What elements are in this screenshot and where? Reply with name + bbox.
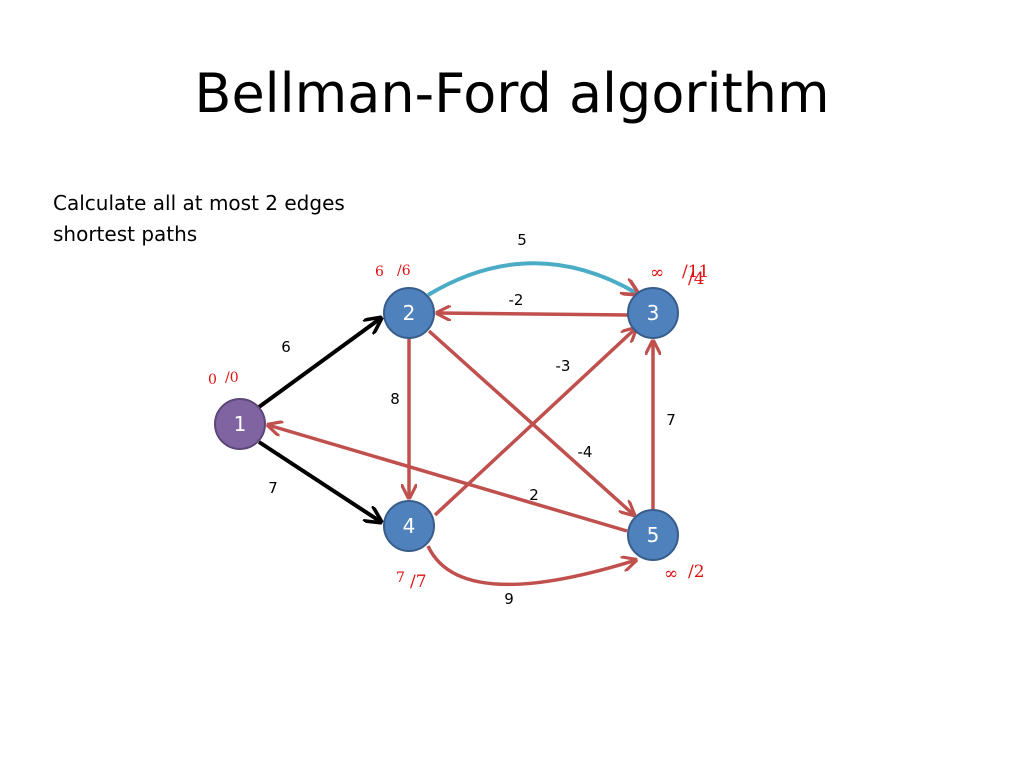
dist-node-3-next-old: /11	[682, 262, 709, 282]
dist-node-2-next: /6	[397, 263, 411, 279]
dist-node-4-next: /7	[410, 572, 427, 592]
weight-1-4: 7	[268, 479, 278, 497]
dist-node-1-next: /0	[225, 370, 239, 386]
weight-3-2: -2	[509, 291, 524, 309]
node-2: 2	[383, 287, 435, 339]
edge-2-3	[426, 261, 638, 295]
edge-4-5	[426, 545, 636, 587]
edge-1-2	[257, 318, 381, 409]
weight-1-2: 6	[281, 338, 291, 356]
node-3: 3	[627, 287, 679, 339]
weight-2-5: -4	[578, 443, 593, 461]
dist-node-3-prev: ∞	[650, 263, 664, 283]
weight-2-4: 8	[390, 390, 400, 408]
node-1-label: 1	[234, 412, 247, 436]
slide-subtitle: Calculate all at most 2 edges shortest p…	[53, 191, 345, 246]
edge-1-4	[257, 440, 381, 522]
dist-node-5-prev: ∞	[664, 564, 678, 584]
weight-4-5: 9	[504, 590, 514, 608]
dist-node-4-prev: 7	[396, 570, 405, 586]
node-5-label: 5	[647, 523, 660, 547]
dist-node-5-next: /2	[688, 562, 705, 582]
edge-5-1	[268, 425, 628, 533]
node-3-label: 3	[647, 301, 660, 325]
node-1: 1	[214, 398, 266, 450]
dist-node-2-prev: 6	[375, 264, 384, 280]
weight-5-3: 7	[666, 411, 676, 429]
dist-node-1-prev: 0	[208, 372, 217, 388]
edge-2-5	[427, 329, 634, 515]
slide-title: Bellman-Ford algorithm	[194, 62, 830, 125]
node-4-label: 4	[403, 514, 416, 538]
weight-2-3: 5	[517, 231, 527, 249]
dist-node-3-next: /4	[688, 269, 705, 289]
node-5: 5	[627, 509, 679, 561]
weight-5-1: 2	[529, 486, 539, 504]
edge-3-2	[437, 313, 629, 315]
node-4: 4	[383, 500, 435, 552]
node-2-label: 2	[403, 301, 416, 325]
weight-4-3: -3	[556, 357, 571, 375]
